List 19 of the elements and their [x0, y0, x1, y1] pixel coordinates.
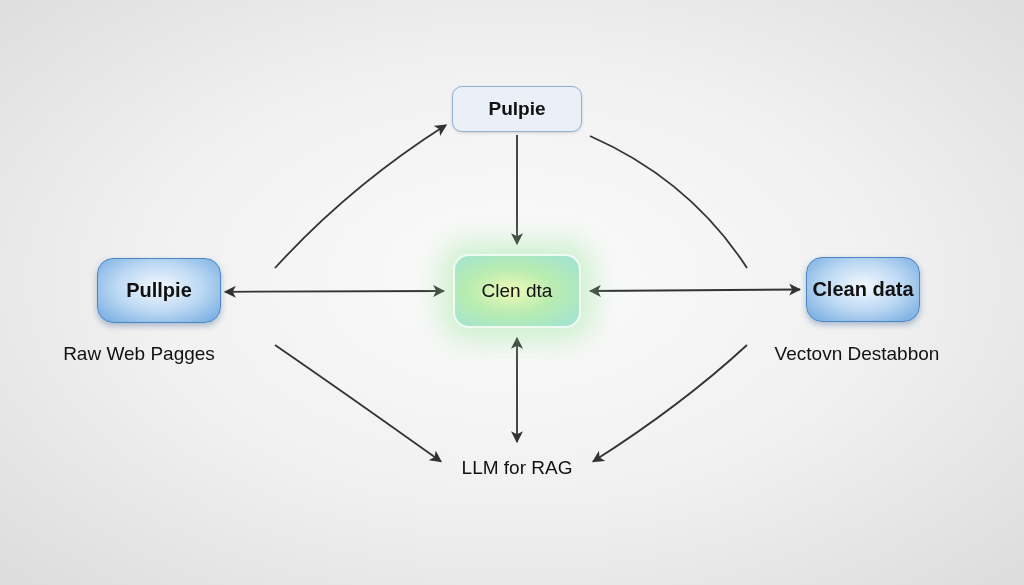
box-label: Pulpie: [488, 97, 546, 121]
arrow: [274, 124, 447, 269]
process-box: [806, 257, 920, 322]
node-caption: Vectovn Destabbon: [774, 342, 940, 366]
highlight-box: [453, 254, 581, 328]
double-arrow: [588, 283, 802, 297]
arrow: [511, 134, 523, 246]
double-arrow: [223, 285, 446, 298]
double-arrow: [511, 336, 523, 444]
connector-line: [589, 135, 748, 269]
arrow: [592, 344, 748, 463]
arrow: [274, 344, 442, 463]
output-label: LLM for RAG: [461, 456, 573, 480]
process-box: [97, 258, 221, 323]
box-label: Pullpie: [126, 278, 192, 303]
box-label: Clean data: [812, 277, 914, 302]
box-label: Clen dta: [481, 279, 553, 303]
node-caption: Raw Web Pagges: [63, 342, 215, 366]
process-box: [452, 86, 582, 132]
